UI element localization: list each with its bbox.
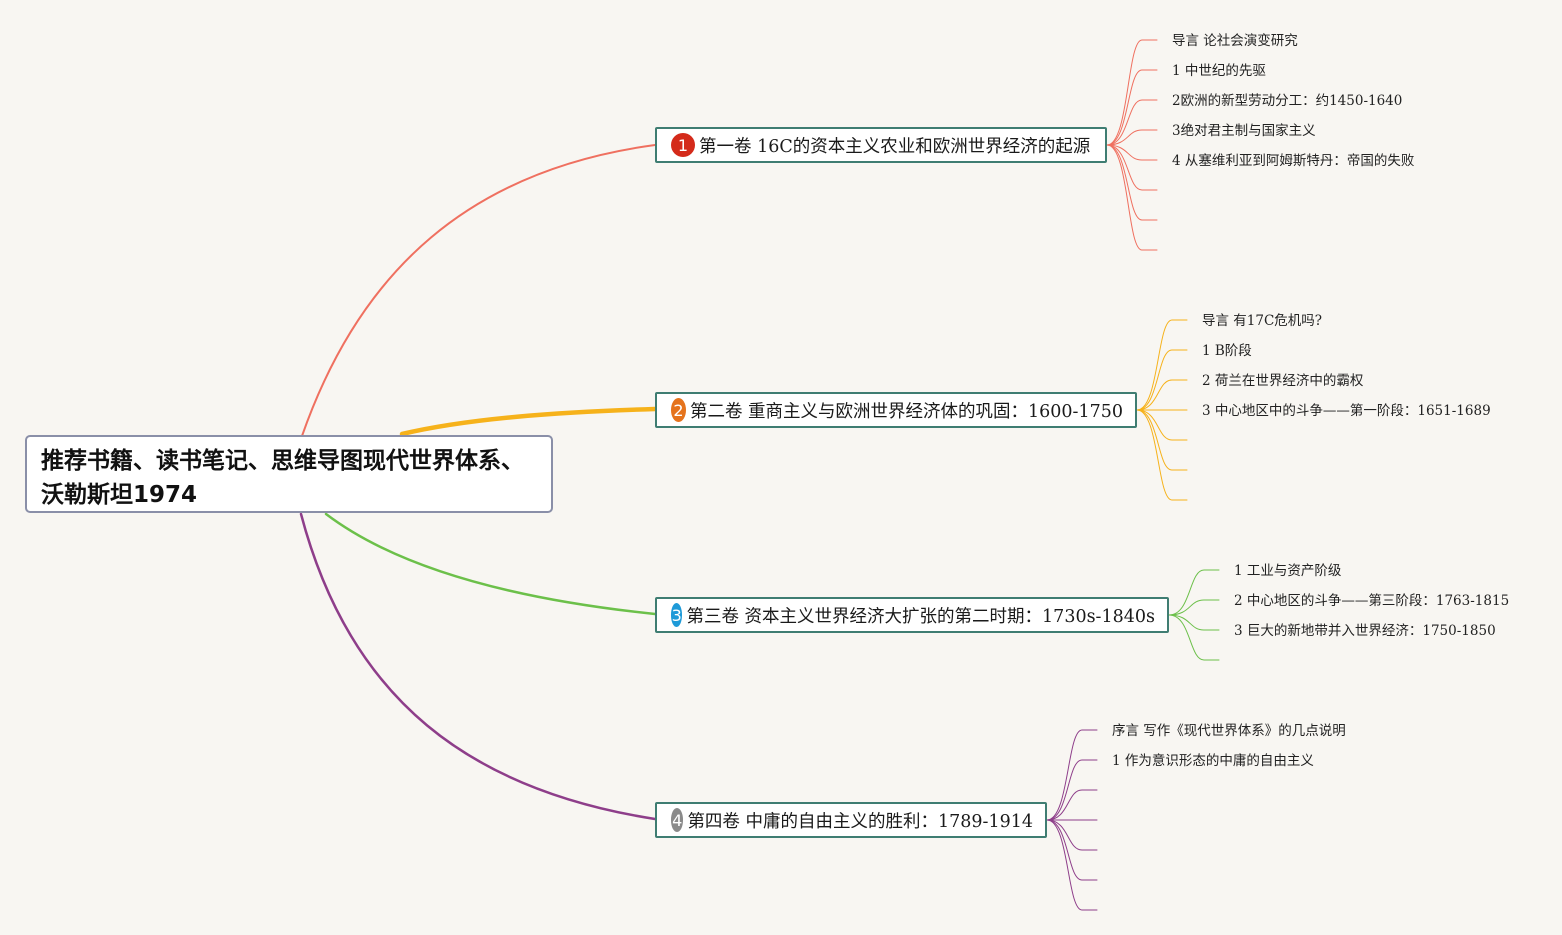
leaf-connector	[1136, 409, 1188, 501]
number-3-icon: 3	[671, 603, 683, 627]
leaf-connector	[1046, 789, 1098, 821]
leaf-connector	[1136, 349, 1188, 411]
branch-label: 第四卷 中庸的自由主义的胜利：1789-1914	[687, 811, 1033, 832]
main-connector	[301, 144, 656, 437]
leaf-connector	[1136, 409, 1188, 471]
leaf-connector	[1106, 144, 1158, 191]
subtopic[interactable]: 2欧洲的新型劳动分工：约1450-1640	[1172, 93, 1403, 109]
subtopic[interactable]: 1 B阶段	[1202, 343, 1252, 359]
subtopic[interactable]: 1 中世纪的先驱	[1172, 63, 1266, 79]
branch-volume-2[interactable]: 2 第二卷 重商主义与欧洲世界经济体的巩固：1600-1750	[655, 392, 1137, 428]
subtopic[interactable]: 3 巨大的新地带并入世界经济：1750-1850	[1234, 623, 1496, 639]
subtopic[interactable]: 序言 写作《现代世界体系》的几点说明	[1112, 723, 1346, 739]
number-1-icon: 1	[671, 133, 695, 157]
leaf-connector	[1106, 144, 1158, 221]
branch-volume-4[interactable]: 4 第四卷 中庸的自由主义的胜利：1789-1914	[655, 802, 1047, 838]
leaf-connector	[1106, 144, 1158, 251]
branch-label: 第二卷 重商主义与欧洲世界经济体的巩固：1600-1750	[689, 401, 1123, 422]
leaf-connector	[1046, 729, 1098, 821]
subtopic[interactable]: 导言 论社会演变研究	[1172, 33, 1298, 49]
branch-label: 第三卷 资本主义世界经济大扩张的第二时期：1730s-1840s	[686, 606, 1155, 627]
leaf-connector	[1168, 569, 1220, 616]
leaf-connector	[1136, 319, 1188, 411]
subtopic[interactable]: 导言 有17C危机吗?	[1202, 313, 1323, 329]
branch-volume-3[interactable]: 3 第三卷 资本主义世界经济大扩张的第二时期：1730s-1840s	[655, 597, 1169, 633]
number-4-icon: 4	[671, 808, 684, 832]
leaf-connector	[1106, 144, 1158, 161]
leaf-connector	[1106, 129, 1158, 146]
subtopic[interactable]: 3绝对君主制与国家主义	[1172, 123, 1316, 139]
leaf-connector	[1136, 409, 1188, 441]
leaf-connector	[1136, 379, 1188, 411]
leaf-connector	[1046, 819, 1098, 911]
root-topic[interactable]: 推荐书籍、读书笔记、思维导图现代世界体系、沃勒斯坦1974	[25, 435, 553, 513]
leaf-connector	[1046, 819, 1098, 851]
subtopic[interactable]: 3 中心地区中的斗争——第一阶段：1651-1689	[1202, 403, 1491, 419]
leaf-connector	[1046, 759, 1098, 821]
leaf-connector	[1168, 599, 1220, 616]
main-connector	[324, 512, 657, 616]
subtopic[interactable]: 2 中心地区的斗争——第三阶段：1763-1815	[1234, 593, 1510, 609]
branch-label: 第一卷 16C的资本主义农业和欧洲世界经济的起源	[699, 136, 1091, 157]
leaf-connector	[1106, 39, 1158, 146]
subtopic[interactable]: 4 从塞维利亚到阿姆斯特丹：帝国的失败	[1172, 153, 1415, 169]
leaf-connector	[1106, 99, 1158, 146]
subtopic[interactable]: 1 工业与资产阶级	[1234, 563, 1342, 579]
leaf-connector	[1106, 69, 1158, 146]
subtopic[interactable]: 1 作为意识形态的中庸的自由主义	[1112, 753, 1314, 769]
number-2-icon: 2	[671, 398, 686, 422]
subtopic[interactable]: 2 荷兰在世界经济中的霸权	[1202, 373, 1364, 389]
leaf-connector	[1168, 614, 1220, 631]
main-connector	[399, 406, 658, 437]
leaf-connector	[1046, 819, 1098, 881]
main-connector	[299, 512, 657, 821]
branch-volume-1[interactable]: 1 第一卷 16C的资本主义农业和欧洲世界经济的起源	[655, 127, 1107, 163]
leaf-connector	[1168, 614, 1220, 661]
